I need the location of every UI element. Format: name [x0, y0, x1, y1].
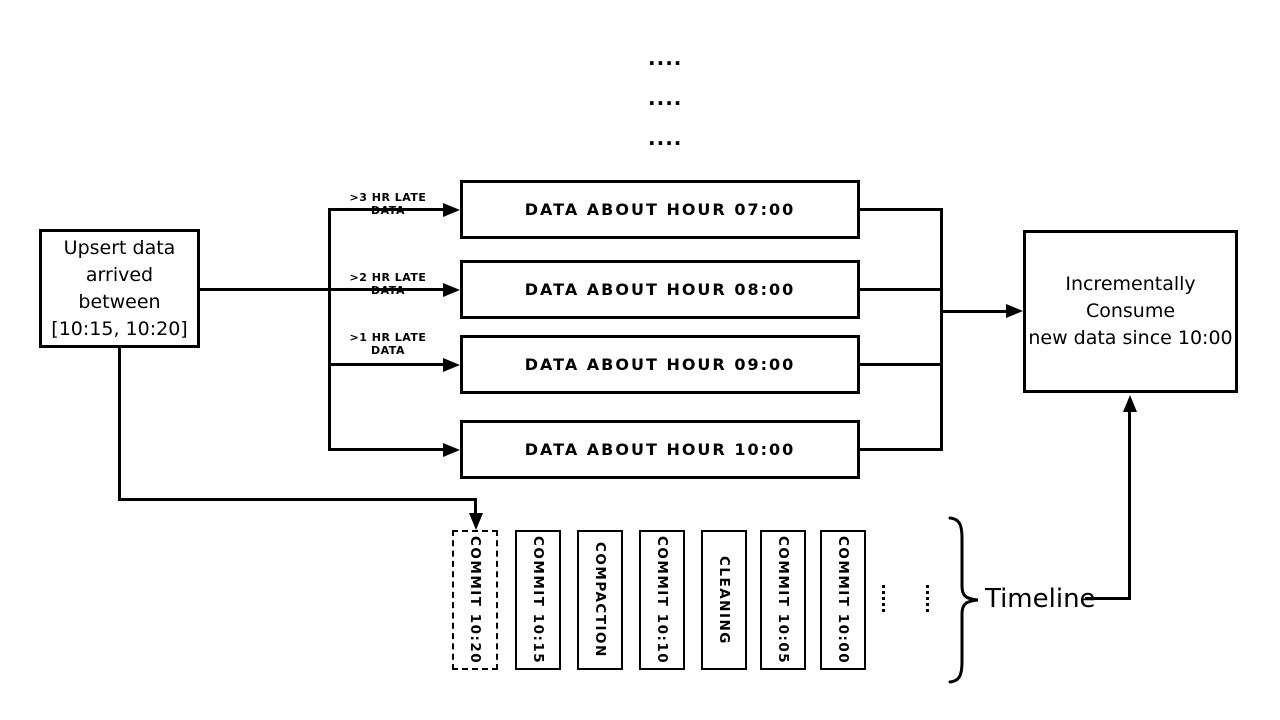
timeline-item-label: CLEANING — [716, 555, 732, 645]
timeline-item-commit-1005: COMMIT 10:05 — [760, 530, 806, 670]
timeline-item-label: COMMIT 10:20 — [467, 535, 483, 665]
timeline-item-label: COMPACTION — [592, 542, 608, 658]
timeline-item-commit-1020: COMMIT 10:20 — [452, 530, 498, 670]
upsert-bottom-line — [118, 498, 477, 501]
hour-box-0800: DATA ABOUT HOUR 08:00 — [460, 260, 860, 319]
collector-line-hour08 — [860, 288, 942, 291]
consume-line-2: new data since 10:00 — [1028, 327, 1233, 349]
timeline-item-label: COMMIT 10:05 — [775, 535, 791, 665]
timeline-label: Timeline — [985, 584, 1096, 614]
top-ellipsis-row-2: .... — [648, 86, 683, 110]
top-ellipsis-row-3: .... — [648, 126, 683, 150]
consume-line-1: Incrementally Consume — [1065, 273, 1196, 322]
connector-upsert-to-bus — [200, 288, 444, 291]
right-bus-line — [940, 208, 943, 451]
arrowhead-consume-icon — [1006, 304, 1023, 318]
upsert-line-3: [10:15, 10:20] — [51, 317, 188, 340]
upsert-line-2: arrived between — [78, 263, 161, 313]
upsert-data-box-text: Upsert data arrived between [10:15, 10:2… — [42, 235, 197, 343]
arrow-line-hour09 — [330, 363, 444, 366]
timeline-item-label: COMMIT 10:10 — [654, 535, 670, 665]
timeline-item-commit-1000: COMMIT 10:00 — [820, 530, 866, 670]
arrowhead-timeline-up-icon — [1123, 395, 1137, 412]
late-data-label-2hr: >2 HR LATE DATA — [349, 271, 427, 297]
timeline-arrow-vline — [1128, 411, 1131, 600]
arrow-line-to-consume — [941, 310, 1007, 313]
vertical-ellipsis-icon — [882, 585, 885, 612]
collector-line-hour07 — [860, 208, 942, 211]
left-bus-line — [328, 208, 331, 451]
timeline-item-commit-1015: COMMIT 10:15 — [515, 530, 561, 670]
arrowhead-hour10-icon — [443, 443, 460, 457]
timeline-item-cleaning: CLEANING — [701, 530, 747, 670]
timeline-brace-icon — [948, 516, 979, 684]
arrowhead-hour09-icon — [443, 358, 460, 372]
arrow-line-hour07 — [330, 208, 444, 211]
arrowhead-commit-icon — [469, 513, 483, 530]
upsert-data-box: Upsert data arrived between [10:15, 10:2… — [39, 229, 200, 348]
upsert-line-1: Upsert data — [63, 236, 176, 259]
late-data-label-1hr: >1 HR LATE DATA — [349, 331, 427, 357]
vertical-ellipsis-icon — [926, 585, 929, 612]
hour-box-0700: DATA ABOUT HOUR 07:00 — [460, 180, 860, 239]
arrowhead-hour08-icon — [443, 283, 460, 297]
upsert-down-line — [118, 348, 121, 501]
top-ellipsis-row-1: .... — [648, 46, 683, 70]
timeline-item-compaction: COMPACTION — [577, 530, 623, 670]
timeline-arrow-hline — [1085, 597, 1131, 600]
hour-box-0900: DATA ABOUT HOUR 09:00 — [460, 335, 860, 394]
collector-line-hour09 — [860, 363, 942, 366]
incremental-consume-box: Incrementally Consume new data since 10:… — [1023, 230, 1238, 393]
upsert-commit-drop-line — [474, 500, 477, 514]
arrow-line-hour10 — [330, 448, 444, 451]
late-data-label-3hr: >3 HR LATE DATA — [349, 191, 427, 217]
timeline-item-label: COMMIT 10:00 — [835, 535, 851, 665]
timeline-item-label: COMMIT 10:15 — [530, 535, 546, 665]
incremental-consume-box-text: Incrementally Consume new data since 10:… — [1026, 271, 1235, 352]
arrowhead-hour07-icon — [443, 203, 460, 217]
timeline-item-commit-1010: COMMIT 10:10 — [639, 530, 685, 670]
collector-line-hour10 — [860, 448, 942, 451]
hour-box-1000: DATA ABOUT HOUR 10:00 — [460, 420, 860, 479]
